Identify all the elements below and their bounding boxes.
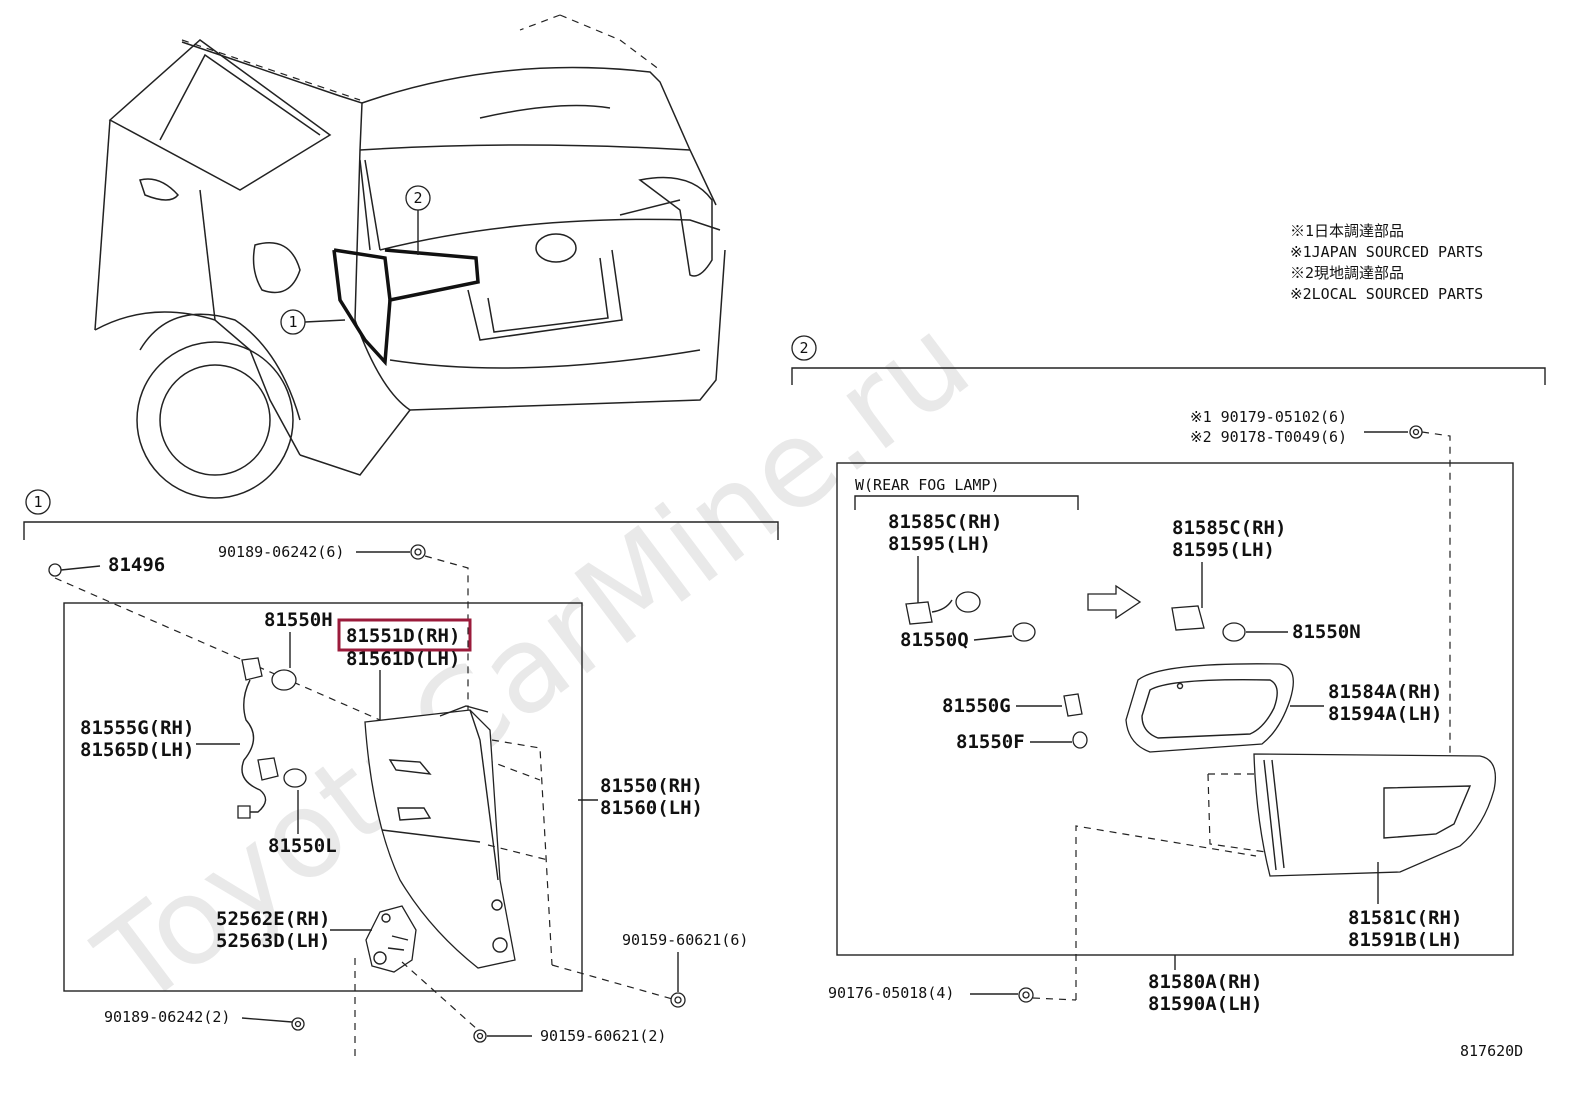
part-label-90159-60621-6: 90159-60621(6) [622,931,748,949]
part-label-81585C-RH-a: 81585C(RH) [888,511,1002,533]
callout-circle-2 [791,335,817,361]
socket-fog-lamp [905,591,1036,642]
back-up-lamp-81581C [1253,753,1497,877]
arrow-right-icon [1087,584,1142,620]
part-label-81595-LH-b: 81595(LH) [1172,539,1275,561]
note-1-en: ※1JAPAN SOURCED PARTS [1290,243,1483,261]
part-label-90189-06242-6: 90189-06242(6) [218,543,344,561]
note-1-jp: ※1日本調達部品 [1290,222,1404,240]
part-label-81565D-LH: 81565D(LH) [80,739,194,761]
bolt-90189-06242-2 [291,1017,305,1031]
part-label-52562E-RH: 52562E(RH) [216,908,330,930]
sub-label-rear-fog-lamp: W(REAR FOG LAMP) [855,476,1000,494]
part-label-81580A-RH: 81580A(RH) [1148,971,1262,993]
part-label-90179-05102: ※1 90179-05102(6) [1190,408,1347,426]
bracket-52562E [365,905,417,973]
part-label-81550N: 81550N [1292,621,1361,643]
part-label-81594A-LH: 81594A(LH) [1328,703,1442,725]
part-label-90189-06242-2: 90189-06242(2) [104,1008,230,1026]
part-label-90159-60621-2: 90159-60621(2) [540,1027,666,1045]
callout-number-1: 1 [33,493,42,511]
rear-combination-lamp [364,705,516,969]
callout-number-2: 2 [799,339,808,357]
gasket-81584A [1125,663,1294,753]
part-label-81581C-RH: 81581C(RH) [1348,907,1462,929]
screw-81496 [48,563,101,577]
bulb-81550G [1063,693,1083,717]
figure-id: 817620D [1460,1042,1523,1060]
screw-90179-05102 [1409,425,1423,439]
callout-number-1-car: 1 [288,313,297,331]
part-label-90178-T0049: ※2 90178-T0049(6) [1190,428,1347,446]
part-label-81550Q: 81550Q [900,629,969,651]
bulb-81550F [1072,731,1088,749]
part-label-81560-LH: 81560(LH) [600,797,703,819]
callout-circle-1 [25,489,51,515]
part-label-81551D-RH: 81551D(RH) [346,625,460,647]
part-label-90176-05018: 90176-05018(4) [828,984,954,1002]
part-label-81555G-RH: 81555G(RH) [80,717,194,739]
callout-number-2-car: 2 [413,189,422,207]
sub-label-bracket [854,495,1079,510]
socket-wire-harness [237,657,307,819]
note-2-jp: ※2現地調達部品 [1290,264,1404,282]
highlight-box-81551D [337,618,472,652]
part-label-81550L: 81550L [268,835,337,857]
part-label-81590A-LH: 81590A(LH) [1148,993,1262,1015]
section-1-bracket [23,521,779,540]
socket-standard [1171,605,1246,642]
part-label-81595-LH-a: 81595(LH) [888,533,991,555]
note-2-en: ※2LOCAL SOURCED PARTS [1290,285,1483,303]
part-label-81550H: 81550H [264,609,333,631]
part-label-81584A-RH: 81584A(RH) [1328,681,1442,703]
part-label-81585C-RH-b: 81585C(RH) [1172,517,1286,539]
part-label-52563D-LH: 52563D(LH) [216,930,330,952]
watermark: ToyotaCarMine.ru [73,291,995,1034]
section-1-frame [63,602,583,992]
part-label-81591B-LH: 81591B(LH) [1348,929,1462,951]
part-label-81561D-LH: 81561D(LH) [346,648,460,670]
part-label-81550G: 81550G [942,695,1011,717]
part-label-81496: 81496 [108,554,165,576]
part-label-81550-RH: 81550(RH) [600,775,703,797]
part-label-81550F: 81550F [956,731,1025,753]
screw-90159-60621-2 [473,1029,487,1043]
screw-90159-60621-6 [670,992,686,1008]
bolt-90189-06242-6 [410,544,426,560]
screw-90176-05018 [1018,987,1034,1003]
section-2-bracket [791,367,1546,385]
vehicle-rear-illustration [94,14,726,499]
